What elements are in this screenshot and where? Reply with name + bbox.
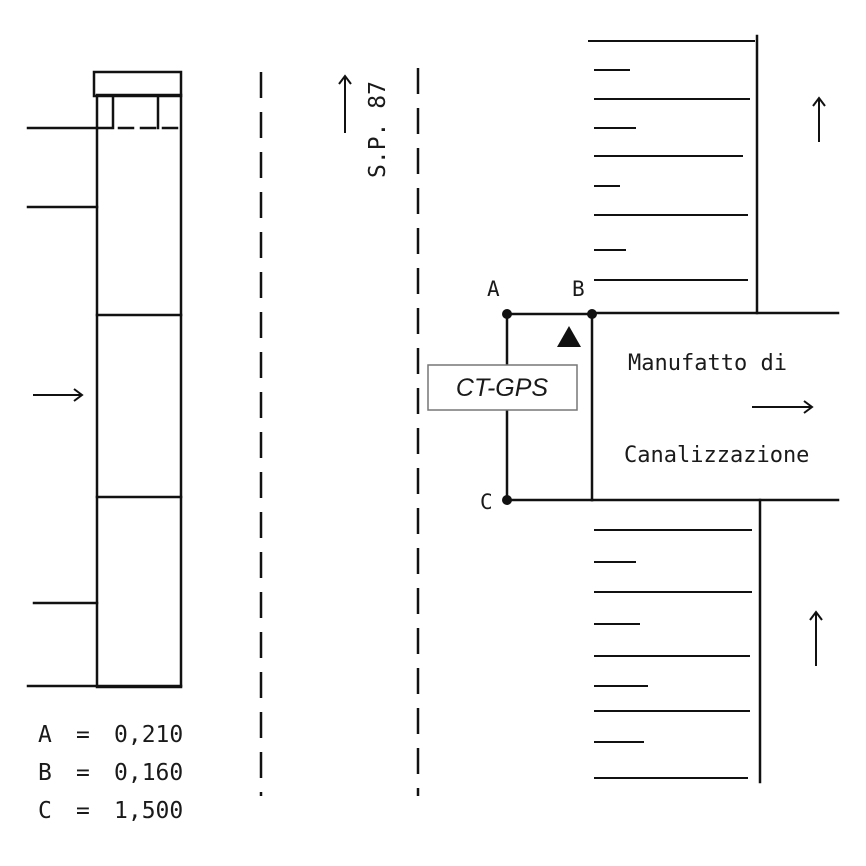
distance-legend: A = 0,210 B = 0,160 C = 1,500 xyxy=(38,722,183,824)
distance-c-sign: = xyxy=(76,798,90,824)
road-label: S.P. 87 xyxy=(365,81,391,178)
upper-hatch xyxy=(588,34,759,315)
point-b-marker xyxy=(587,309,597,319)
distance-c-label: C xyxy=(38,798,52,824)
distance-a-label: A xyxy=(38,722,52,748)
point-a-label: A xyxy=(487,277,500,301)
distance-a-value: 0,210 xyxy=(114,722,183,748)
distance-c-value: 1,500 xyxy=(114,798,183,824)
distance-b-label: B xyxy=(38,760,52,786)
arrow-up-icon xyxy=(338,74,352,133)
distance-a-sign: = xyxy=(76,722,90,748)
structure-label-line2: Canalizzazione xyxy=(624,443,809,468)
station-label: CT-GPS xyxy=(456,374,548,402)
structure-label-line1: Manufatto di xyxy=(628,351,787,376)
distance-b-sign: = xyxy=(76,760,90,786)
channel-structure xyxy=(590,311,840,502)
point-c-marker xyxy=(502,495,512,505)
lower-hatch xyxy=(594,498,762,784)
survey-triangle-icon xyxy=(557,326,581,347)
point-a-marker xyxy=(502,309,512,319)
station-label-box: CT-GPS xyxy=(427,364,578,411)
building-outline xyxy=(95,93,183,689)
arrow-right-icon xyxy=(752,400,814,414)
arrow-up-icon xyxy=(812,96,826,142)
left-building xyxy=(26,70,183,689)
point-c-label: C xyxy=(480,490,493,514)
point-b-label: B xyxy=(572,277,585,301)
arrow-right-icon xyxy=(33,388,84,402)
arrow-up-icon xyxy=(809,610,823,666)
distance-b-value: 0,160 xyxy=(114,760,183,786)
building-top-cap xyxy=(92,70,183,98)
